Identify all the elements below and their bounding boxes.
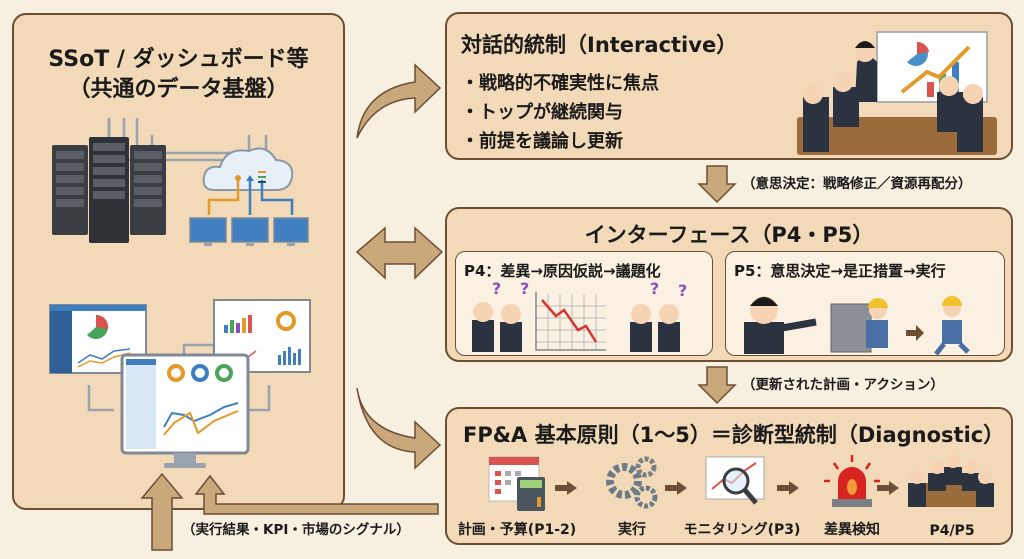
- server-rack-icon: [52, 137, 166, 243]
- main-dashboard-monitor: [120, 353, 250, 468]
- cloud-icon: [202, 147, 294, 215]
- double-arrow-icon: [355, 226, 444, 280]
- diagnostic-title: FP&A 基本原則（1〜5）＝診断型統制（Diagnostic）: [463, 423, 1005, 447]
- step-label: 差異検知: [824, 522, 880, 538]
- p4-title: P4：差異→原因仮説→議題化: [464, 262, 661, 280]
- bullet-item: ・前提を議論し更新: [461, 131, 623, 152]
- bullet-item: ・トップが継続関与: [461, 102, 623, 123]
- title-line-2: （共通のデータ基盤）: [68, 77, 289, 102]
- step-plan-budget: 計画・予算(P1-2): [458, 453, 576, 539]
- step-label: 実行: [618, 522, 646, 538]
- gears-icon: [606, 456, 658, 509]
- big-up-arrow-icon: [140, 472, 184, 551]
- svg-text:?: ?: [678, 281, 687, 300]
- step-p4-p5: P4/P5: [902, 453, 1002, 539]
- client-monitors: [189, 217, 309, 246]
- decision-flow-label: （意思決定：戦略修正／資源再配分）: [742, 176, 972, 192]
- step-arrow-icon: [555, 481, 577, 495]
- updated-plan-flow-label: （更新された計画・アクション）: [742, 377, 944, 393]
- connector-arrows: [355, 63, 444, 470]
- p5-title: P5：意思決定→是正措置→実行: [734, 262, 946, 280]
- interactive-control-panel: 対話的統制（Interactive） ・戦略的不確実性に焦点 ・トップが継続関与…: [445, 12, 1013, 160]
- variance-discussion-icon: ????: [472, 279, 687, 352]
- step-arrow-icon: [777, 481, 799, 495]
- svg-text:?: ?: [492, 279, 501, 298]
- step-label: 計画・予算(P1-2): [457, 522, 577, 538]
- step-label: モニタリング(P3): [683, 522, 801, 538]
- step-arrow-icon: [665, 481, 687, 495]
- feedback-signal-label: （実行結果・KPI・市場のシグナル）: [182, 522, 410, 538]
- step-arrow-icon: [877, 481, 899, 495]
- curved-arrow-up-icon: [356, 63, 442, 139]
- down-arrow-icon: [697, 165, 737, 204]
- diagnostic-control-panel: FP&A 基本原則（1〜5）＝診断型統制（Diagnostic） 計画・予算(P…: [445, 407, 1013, 545]
- bullet-item: ・戦略的不確実性に焦点: [461, 73, 659, 94]
- meeting-icon: [908, 454, 994, 507]
- step-execution: 実行: [582, 453, 682, 539]
- down-arrow-icon: [697, 366, 737, 405]
- feedback-arrows: [140, 472, 439, 551]
- interface-panel: インターフェース（P4・P5） P4：差異→原因仮説→議題化 ???? P5：意…: [445, 207, 1013, 362]
- meeting-presentation-icon: [797, 31, 997, 155]
- calendar-calculator-icon: [488, 456, 545, 511]
- step-variance-detection: 差異検知: [802, 453, 902, 539]
- title-line-1: SSoT / ダッシュボード等: [48, 47, 309, 72]
- svg-text:?: ?: [650, 279, 659, 298]
- chart-magnifier-icon: [705, 456, 765, 505]
- curved-arrow-down-icon: [356, 387, 442, 470]
- svg-text:?: ?: [520, 279, 529, 298]
- data-platform-title: SSoT / ダッシュボード等 （共通のデータ基盤）: [14, 45, 343, 105]
- interface-title: インターフェース（P4・P5）: [584, 223, 874, 247]
- p5-subpanel: P5：意思決定→是正措置→実行: [725, 251, 1005, 356]
- alarm-light-icon: [824, 455, 880, 507]
- p4-subpanel: P4：差異→原因仮説→議題化 ????: [455, 251, 713, 356]
- step-label: P4/P5: [929, 523, 975, 539]
- feedback-return-arrow-icon: [194, 474, 439, 515]
- data-platform-panel: SSoT / ダッシュボード等 （共通のデータ基盤）: [12, 13, 345, 510]
- interactive-title: 対話的統制（Interactive）: [461, 33, 738, 57]
- corrective-action-icon: [744, 296, 970, 356]
- dashboard-icon: [49, 304, 147, 374]
- step-monitoring: モニタリング(P3): [684, 453, 800, 539]
- infrastructure-illustration: [49, 118, 311, 468]
